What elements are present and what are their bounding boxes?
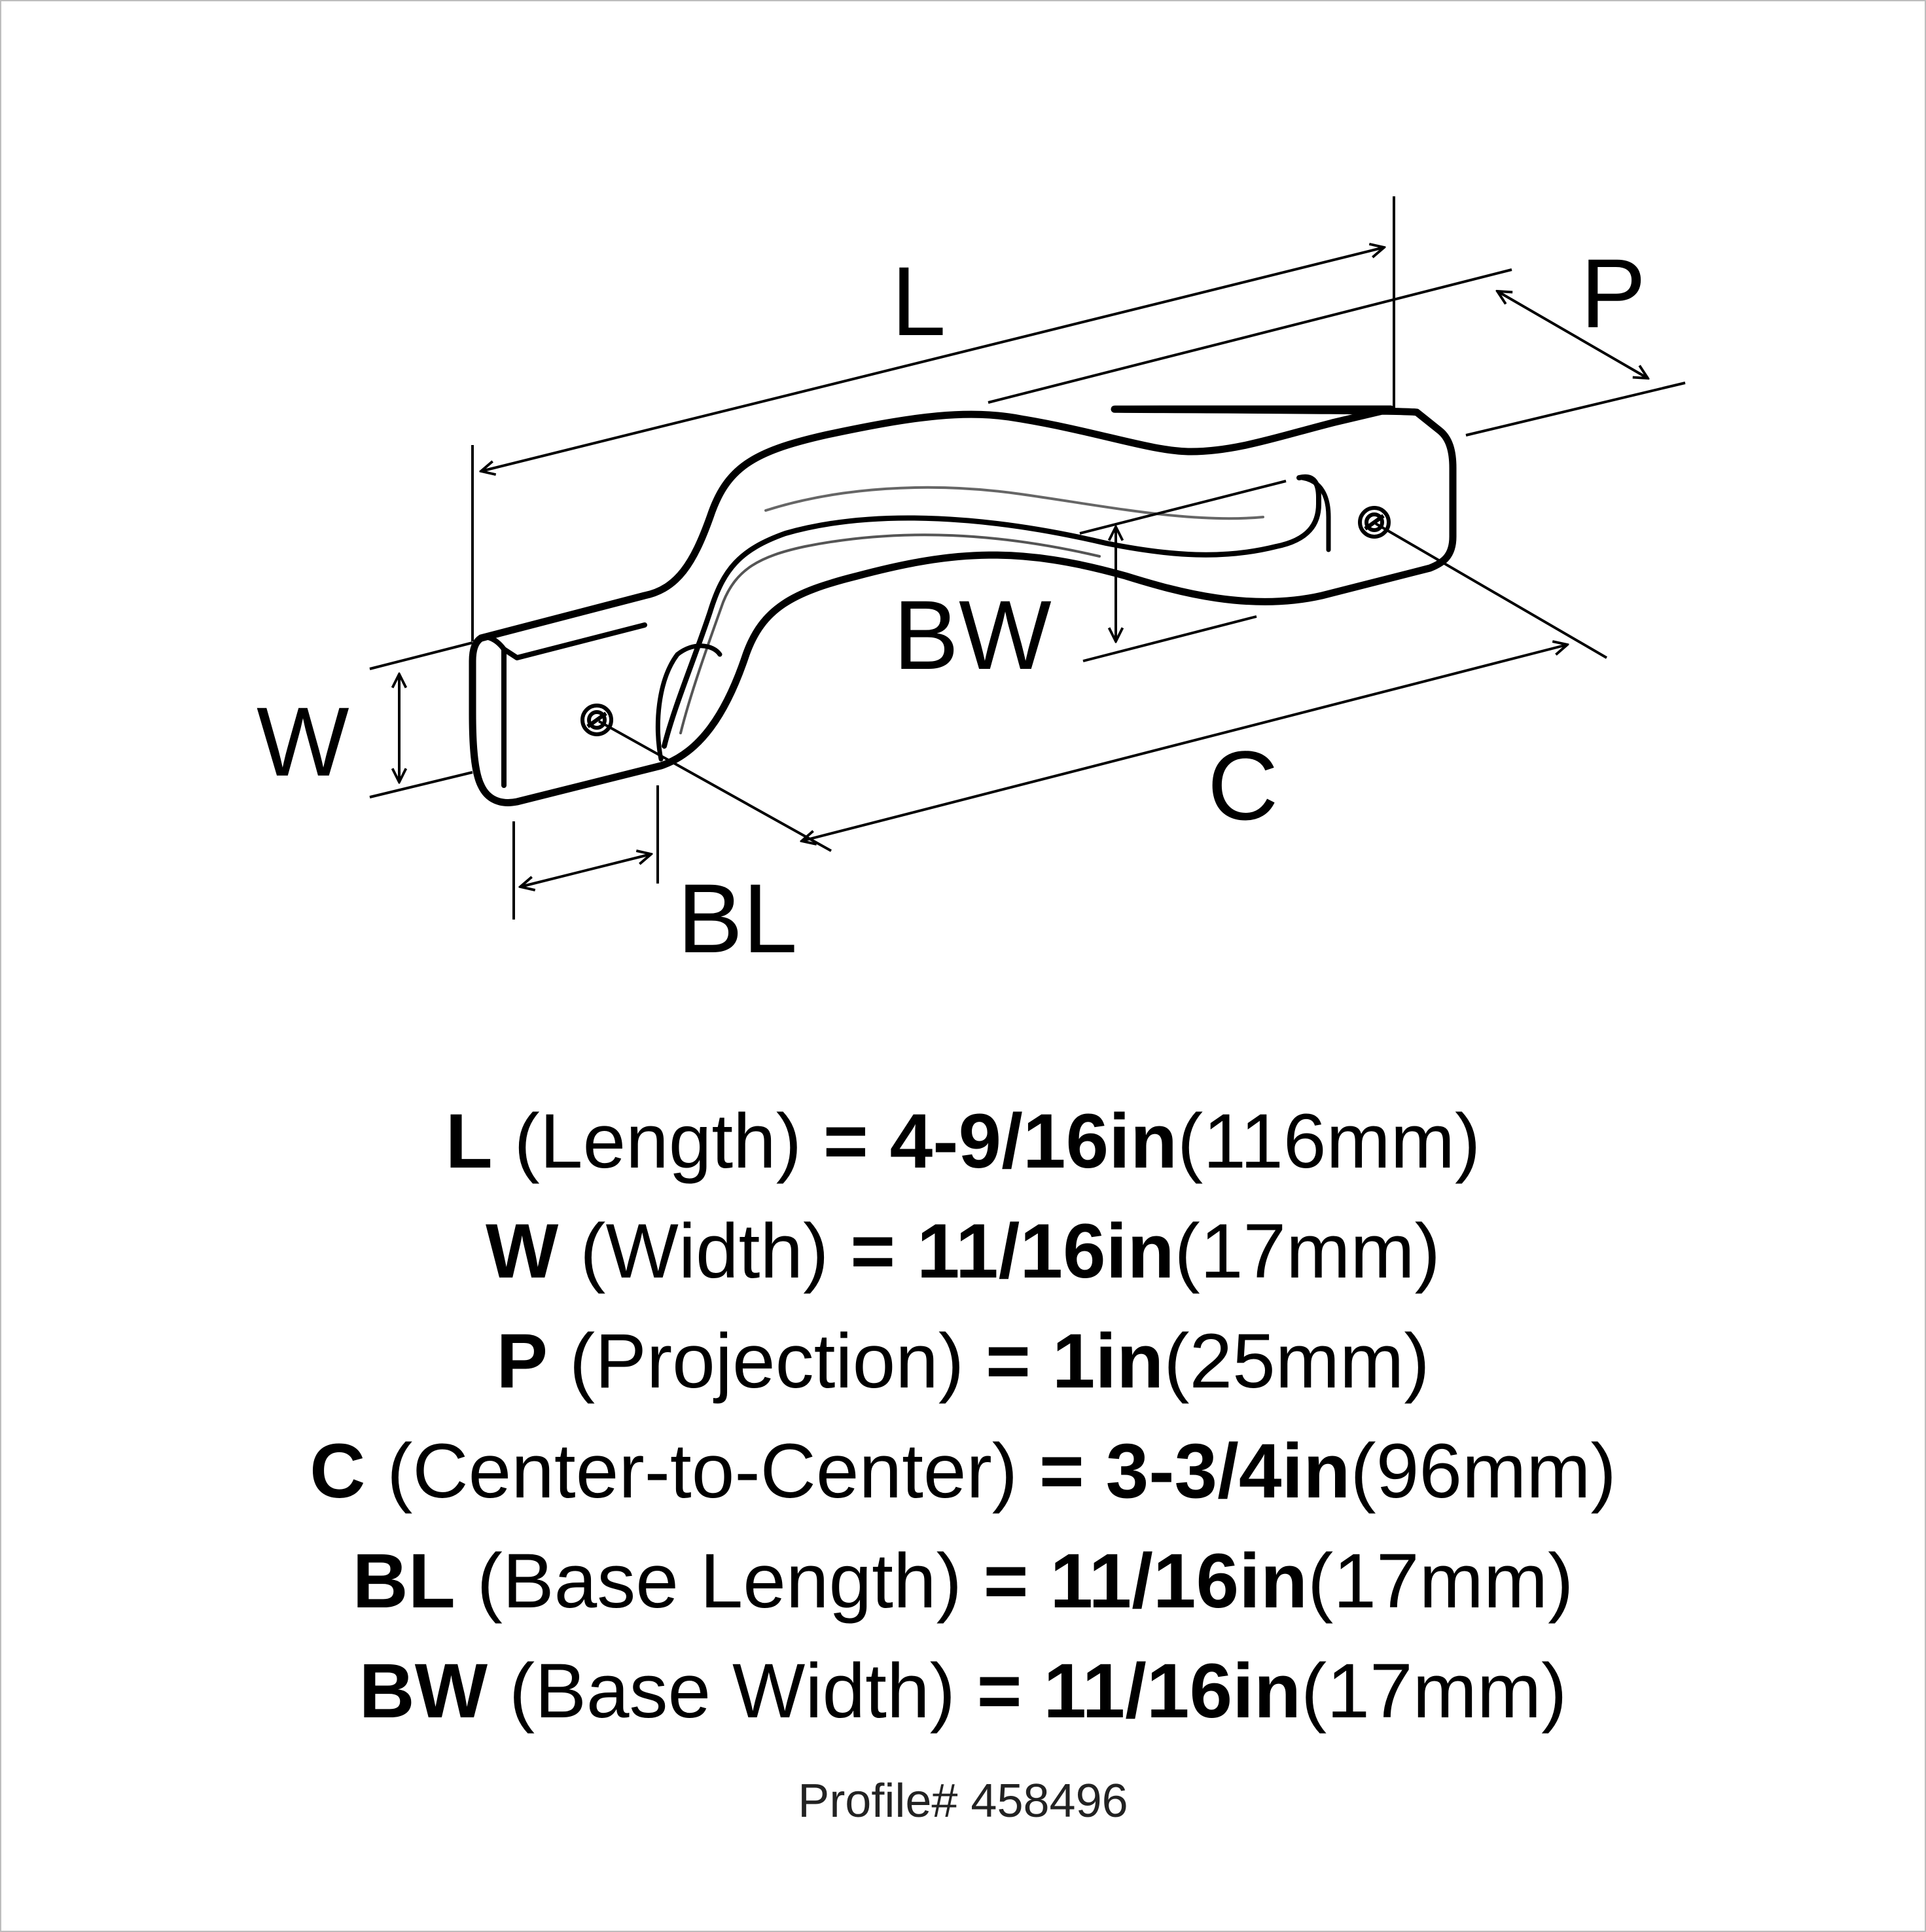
spec-metric: (17mm) [1308, 1538, 1574, 1624]
spec-equals: = [976, 1648, 1022, 1734]
spec-imperial: 4-9/16in [889, 1098, 1178, 1185]
dim-p-ext-bottom [1465, 382, 1686, 437]
dim-p-arrow [1497, 291, 1648, 378]
spec-abbr: L [445, 1098, 493, 1185]
spec-imperial: 11/16in [1043, 1648, 1302, 1734]
spec-imperial: 1in [1052, 1318, 1164, 1404]
spec-equals: = [983, 1538, 1029, 1624]
screw-hole-right [1358, 506, 1391, 539]
spec-metric: (116mm) [1177, 1098, 1481, 1185]
grip-inner-shade [679, 533, 1101, 734]
spec-abbr: W [486, 1208, 559, 1295]
dim-bl-arrow [520, 854, 651, 887]
dim-c-ext-left [598, 720, 832, 852]
screw-hole-left [580, 704, 613, 736]
spec-row-center-to-center: C (Center-to-Center) = 3-3/4in(96mm) [0, 1416, 1926, 1526]
label-l: L [891, 246, 946, 356]
spec-metric: (25mm) [1164, 1318, 1430, 1404]
spec-name: (Base Length) [476, 1538, 962, 1624]
spec-name: (Length) [514, 1098, 802, 1185]
spec-row-base-width: BW (Base Width) = 11/16in(17mm) [0, 1636, 1926, 1746]
spec-name: (Projection) [569, 1318, 965, 1404]
dim-c-ext-right [1374, 522, 1608, 659]
spec-metric: (17mm) [1174, 1208, 1440, 1295]
spec-name: (Center-to-Center) [387, 1428, 1018, 1514]
spec-equals: = [850, 1208, 896, 1295]
label-bl: BL [677, 863, 797, 973]
dim-w-ext-bottom [369, 771, 473, 798]
spec-abbr: BW [359, 1648, 488, 1734]
spec-metric: (17mm) [1301, 1648, 1567, 1734]
spec-imperial: 11/16in [1050, 1538, 1308, 1624]
profile-number: Profile# 458496 [798, 1775, 1128, 1827]
spec-metric: (96mm) [1350, 1428, 1616, 1514]
spec-imperial: 3-3/4in [1105, 1428, 1351, 1514]
dimension-lines [369, 196, 1686, 920]
spec-row-base-length: BL (Base Length) = 11/16in(17mm) [0, 1526, 1926, 1636]
right-base-inner-edge [1300, 475, 1331, 552]
grip-top-highlight [764, 486, 1264, 520]
spec-row-width: W (Width) = 11/16in(17mm) [0, 1196, 1926, 1306]
spec-imperial: 11/16in [916, 1208, 1175, 1295]
handle-dimension-diagram: L P W BW C BL [257, 196, 1686, 973]
dim-bw-ext-top [1079, 480, 1287, 535]
spec-row-length: L (Length) = 4-9/16in(116mm) [0, 1086, 1926, 1196]
label-w: W [257, 687, 349, 796]
grip-left-pocket [655, 643, 722, 762]
grip-inner-outline [662, 474, 1321, 749]
label-c: C [1207, 730, 1278, 840]
dim-bw-ext-bottom [1082, 615, 1257, 662]
spec-abbr: C [310, 1428, 366, 1514]
spec-abbr: BL [352, 1538, 455, 1624]
spec-list: L (Length) = 4-9/16in(116mm) W (Width) =… [0, 1086, 1926, 1834]
spec-equals: = [1039, 1428, 1084, 1514]
dim-p-ext-top [988, 268, 1512, 404]
spec-row-projection: P (Projection) = 1in(25mm) [0, 1306, 1926, 1416]
spec-name: (Base Width) [508, 1648, 955, 1734]
spec-name: (Width) [580, 1208, 829, 1295]
label-p: P [1580, 238, 1646, 348]
dim-l-arrow [481, 247, 1384, 471]
label-bw: BW [893, 580, 1052, 690]
dim-c-arrow [802, 645, 1567, 841]
spec-abbr: P [496, 1318, 548, 1404]
dim-w-ext-top [369, 641, 473, 670]
spec-equals: = [823, 1098, 868, 1185]
spec-equals: = [985, 1318, 1031, 1404]
